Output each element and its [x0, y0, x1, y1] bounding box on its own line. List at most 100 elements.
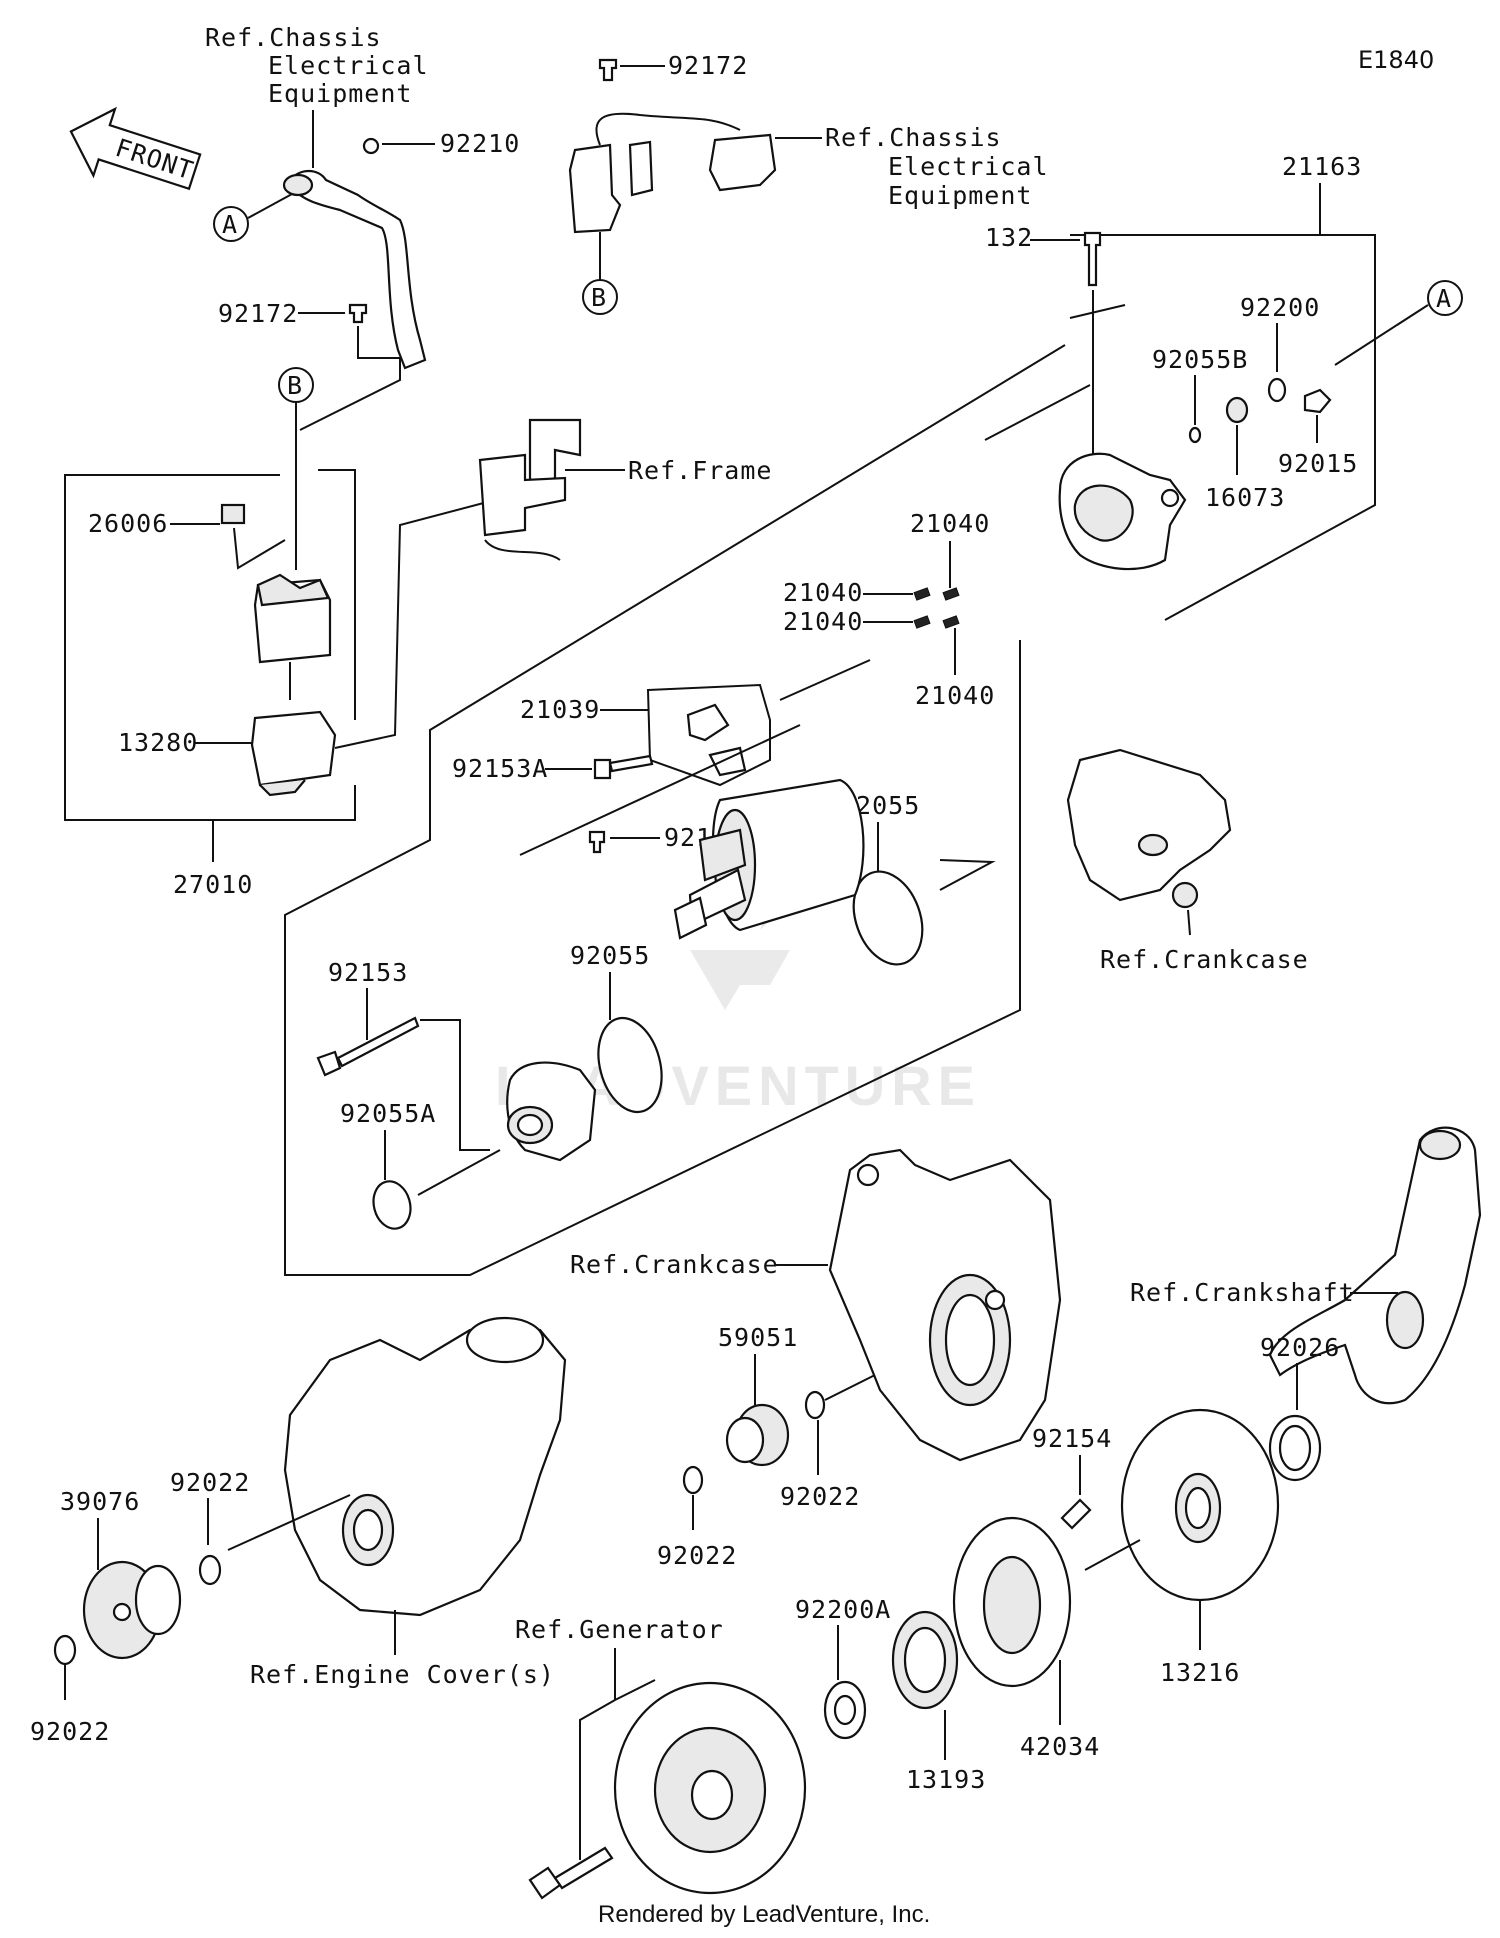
part-92154: 92154	[1032, 1424, 1112, 1453]
callout-a-circle-right	[1427, 280, 1463, 316]
callout-b-lower: B	[287, 371, 303, 400]
crankcase-upper	[1066, 748, 1232, 902]
washer-92022-a	[198, 1554, 222, 1586]
frame-bracket-section: Ref.Frame	[478, 418, 772, 561]
ref-chassis-2-line2: Electrical	[888, 152, 1049, 181]
frame-bracket	[478, 453, 567, 537]
screw-92172-top	[598, 58, 618, 82]
brush-holder-cap-section: 132 92200 92055B 16073 92015 A	[985, 223, 1463, 512]
part-21039: 21039	[520, 695, 600, 724]
callout-b-circle-upper	[582, 279, 618, 315]
part-92026: 92026	[1260, 1333, 1340, 1362]
crankshaft	[1268, 1126, 1482, 1405]
part-92055-mid: 92055	[570, 941, 650, 970]
gear-39076-section: 39076 92022 92022	[30, 1468, 250, 1746]
ref-chassis-2-line3: Equipment	[888, 181, 1032, 210]
screw-92153A	[593, 754, 654, 780]
part-92200: 92200	[1240, 293, 1320, 322]
bolt-92153	[316, 1016, 420, 1077]
part-92022-c: 92022	[657, 1541, 737, 1570]
part-92153A: 92153A	[452, 754, 548, 783]
nut-92210	[362, 137, 380, 155]
screw-92172A	[588, 830, 606, 854]
coil-body	[568, 143, 622, 234]
ref-chassis-1-line1: Ref.Chassis	[205, 23, 382, 52]
part-21040-b: 21040	[783, 578, 863, 607]
washer-92022-d	[53, 1634, 77, 1666]
screw-92172-left	[348, 303, 368, 324]
part-92153: 92153	[328, 958, 408, 987]
relay-holder	[250, 710, 337, 787]
engine-cover-section: Ref.Engine Cover(s)	[227, 1316, 567, 1689]
oring-92055-top	[852, 870, 924, 966]
oring-92055B	[1188, 426, 1202, 444]
bolt-92154	[1060, 1498, 1092, 1530]
coil-connector	[708, 133, 777, 192]
part-21163: 21163	[1282, 152, 1362, 181]
generator-section: Ref.Generator	[515, 1615, 807, 1900]
callout-a-circle	[213, 206, 249, 242]
washer-92022-c	[682, 1465, 704, 1495]
ref-chassis-1-line2: Electrical	[268, 51, 429, 80]
part-16073: 16073	[1205, 483, 1285, 512]
credit-text: Rendered by LeadVenture, Inc.	[598, 1901, 930, 1928]
oring-92055-mid	[597, 1016, 663, 1114]
part-92172-left: 92172	[218, 299, 298, 328]
bearing-section: 13193 92200A	[795, 1595, 986, 1794]
starter-end-cover	[1058, 452, 1187, 571]
motor-body-section: 92055 92055	[570, 778, 996, 1114]
washer-92200	[1267, 377, 1287, 403]
frame-tube	[528, 418, 582, 487]
part-27010: 27010	[173, 870, 253, 899]
front-cover-section: 92153 92055A	[316, 958, 597, 1230]
oring-92055A	[372, 1180, 412, 1230]
part-92200A: 92200A	[795, 1595, 891, 1624]
crankcase-lower-section: Ref.Crankcase	[570, 1148, 1062, 1462]
crankcase-upper-section: Ref.Crankcase	[1066, 748, 1309, 974]
seal-16073	[1225, 396, 1249, 424]
callout-a-right: A	[1436, 284, 1452, 313]
brush-holder-upper	[686, 703, 730, 742]
ref-frame: Ref.Frame	[628, 456, 772, 485]
brush-springs: 21040 21040 21040 21040	[783, 509, 994, 710]
battery-cable	[288, 169, 427, 370]
starter-relay-section: B 26006 13280 27010	[64, 367, 496, 899]
diagram-code: E1840	[1358, 46, 1434, 74]
ref-chassis-1-line3: Equipment	[268, 79, 412, 108]
part-92172-top: 92172	[668, 51, 748, 80]
part-92055A: 92055A	[340, 1099, 436, 1128]
nut-92015	[1303, 388, 1332, 414]
one-way-clutch-section: 42034	[952, 1516, 1100, 1761]
flywheel-bolt	[528, 1846, 614, 1900]
part-42034: 42034	[1020, 1732, 1100, 1761]
part-13216: 13216	[1160, 1658, 1240, 1687]
part-39076: 39076	[60, 1487, 140, 1516]
battery-cable-section: Ref.Chassis Electrical Equipment A 92210…	[205, 23, 520, 431]
part-13280: 13280	[118, 728, 198, 757]
part-92210: 92210	[440, 129, 520, 158]
part-21040-a: 21040	[910, 509, 990, 538]
part-13193: 13193	[906, 1765, 986, 1794]
part-92022-d: 92022	[30, 1717, 110, 1746]
engine-cover	[283, 1328, 567, 1617]
part-92015: 92015	[1278, 449, 1358, 478]
fuse-26006	[220, 503, 246, 525]
callout-b-upper: B	[591, 283, 607, 312]
brush-holder-section: 21039 92153A 92172A	[452, 683, 801, 856]
part-26006: 26006	[88, 509, 168, 538]
part-21040-c: 21040	[783, 607, 863, 636]
ref-chassis-2-line1: Ref.Chassis	[825, 123, 1002, 152]
part-92022-b: 92022	[780, 1482, 860, 1511]
part-92022-a: 92022	[170, 1468, 250, 1497]
crankshaft-section: Ref.Crankshaft 92026	[1130, 1126, 1482, 1482]
ref-crankcase-1: Ref.Crankcase	[1100, 945, 1309, 974]
front-arrow: FRONT	[69, 106, 202, 191]
coil-section: 92172 Ref.Chassis Electrical Equipment B	[568, 51, 1049, 315]
part-92055B: 92055B	[1152, 345, 1248, 374]
starter-gear-section: 13216 92154	[1032, 1408, 1280, 1687]
ref-engine-cover: Ref.Engine Cover(s)	[250, 1660, 555, 1689]
ref-crankshaft: Ref.Crankshaft	[1130, 1278, 1355, 1307]
starter-motor-frame: 21163	[284, 152, 1376, 1276]
part-59051: 59051	[718, 1323, 798, 1352]
